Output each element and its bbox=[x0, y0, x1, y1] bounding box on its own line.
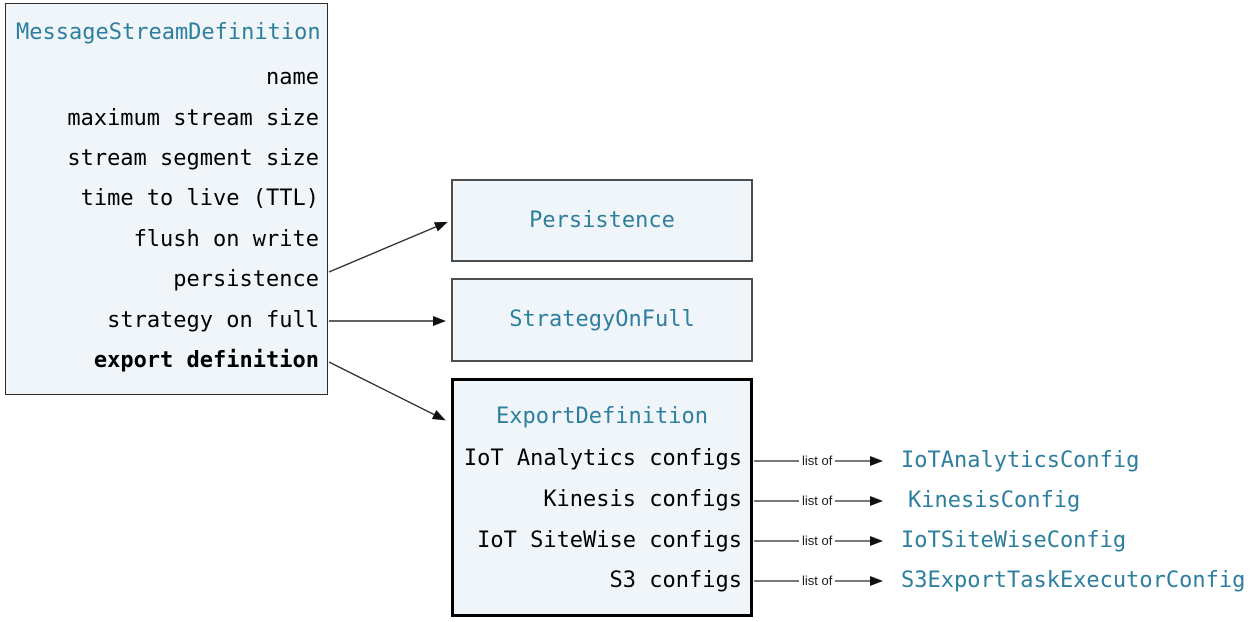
type-s3-export-task-executor-config: S3ExportTaskExecutorConfig bbox=[901, 568, 1246, 593]
type-iot-sitewise-config: IoTSiteWiseConfig bbox=[901, 528, 1127, 553]
message-stream-definition-title: MessageStreamDefinition bbox=[16, 20, 321, 45]
arrow-persistence bbox=[328, 221, 448, 273]
field-persistence: persistence bbox=[173, 267, 319, 292]
strategy-on-full-box: StrategyOnFull bbox=[451, 278, 753, 362]
field-time-to-live: time to live (TTL) bbox=[80, 186, 319, 211]
type-kinesis-config: KinesisConfig bbox=[908, 488, 1081, 513]
list-of-label-iot-sitewise: list of bbox=[799, 533, 836, 549]
persistence-title: Persistence bbox=[529, 207, 675, 233]
message-stream-definition-box: MessageStreamDefinition name maximum str… bbox=[5, 3, 328, 395]
list-of-label-iot-analytics: list of bbox=[799, 453, 836, 469]
field-strategy-on-full: strategy on full bbox=[107, 308, 319, 333]
field-name: name bbox=[266, 65, 319, 90]
strategy-on-full-title: StrategyOnFull bbox=[509, 307, 695, 332]
export-definition-box: ExportDefinition IoT Analytics configs K… bbox=[451, 378, 753, 617]
arrow-export-definition bbox=[328, 361, 446, 421]
list-of-label-kinesis: list of bbox=[799, 493, 836, 509]
field-iot-analytics-configs: IoT Analytics configs bbox=[463, 446, 742, 471]
type-iot-analytics-config: IoTAnalyticsConfig bbox=[901, 448, 1140, 473]
export-definition-title: ExportDefinition bbox=[496, 404, 708, 429]
field-export-definition: export definition bbox=[93, 348, 319, 373]
field-maximum-stream-size: maximum stream size bbox=[67, 106, 319, 131]
field-iot-sitewise-configs: IoT SiteWise configs bbox=[477, 528, 742, 553]
field-stream-segment-size: stream segment size bbox=[67, 146, 319, 171]
list-of-label-s3: list of bbox=[799, 573, 836, 589]
field-kinesis-configs: Kinesis configs bbox=[543, 487, 742, 512]
field-s3-configs: S3 configs bbox=[609, 568, 742, 593]
persistence-box: Persistence bbox=[451, 179, 753, 262]
field-flush-on-write: flush on write bbox=[133, 227, 319, 252]
